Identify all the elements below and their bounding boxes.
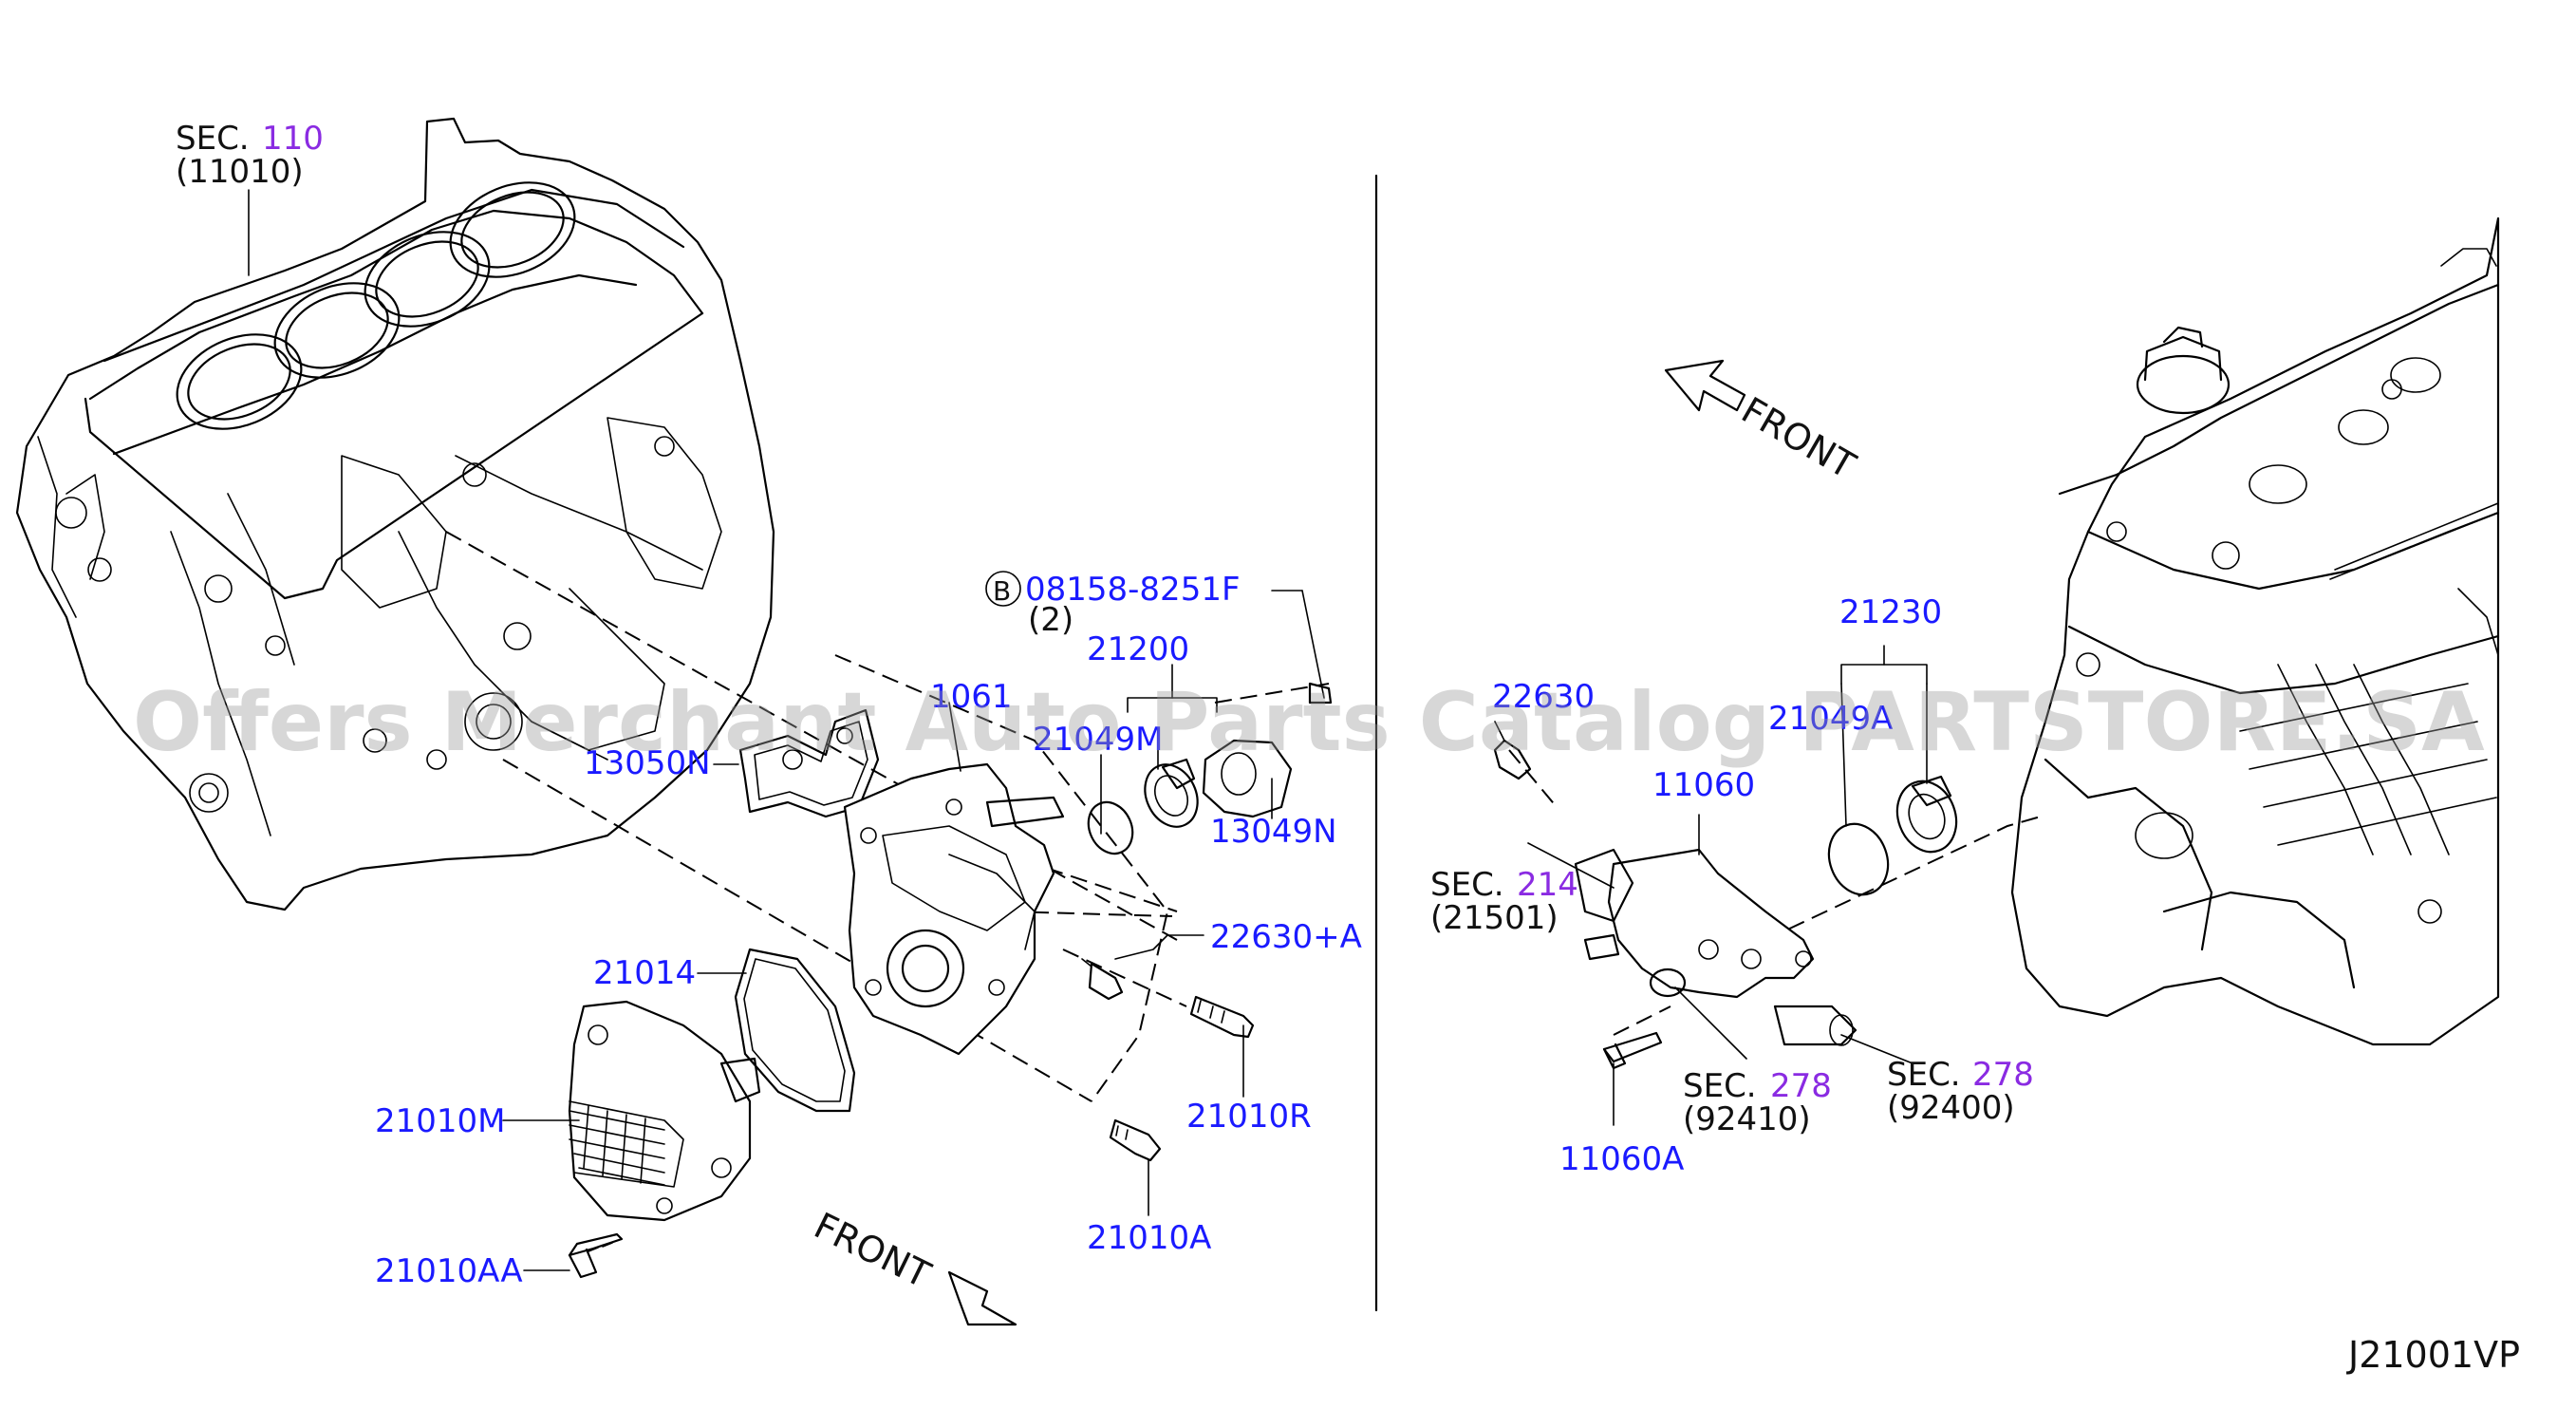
- gasket-21014-illustration: [734, 948, 856, 1113]
- cylinder-head-illustration: [2010, 216, 2500, 1046]
- sec-278a-link[interactable]: 278: [1770, 1067, 1832, 1105]
- sec-278b-link[interactable]: 278: [1972, 1056, 2034, 1094]
- part-21010aa[interactable]: 21010AA: [375, 1252, 523, 1290]
- part-22630[interactable]: 22630: [1492, 678, 1595, 716]
- part-08158-8251f[interactable]: 08158-8251F: [1025, 571, 1241, 609]
- part-11060[interactable]: 11060: [1652, 766, 1755, 804]
- front-label-right: FRONT: [1735, 389, 1863, 487]
- part-1061[interactable]: 1061: [930, 678, 1013, 716]
- part-21010a[interactable]: 21010A: [1087, 1219, 1211, 1257]
- sec-110-prefix: SEC.: [176, 120, 250, 158]
- part-21014[interactable]: 21014: [593, 954, 696, 992]
- water-pump-21010m-illustration: [568, 1000, 761, 1222]
- bolt-qty: (2): [1028, 601, 1073, 639]
- sec-278b-prefix: SEC.: [1887, 1056, 1961, 1094]
- part-21010m[interactable]: 21010M: [375, 1102, 506, 1140]
- leader-lines-left: [248, 189, 1325, 1271]
- part-21010r[interactable]: 21010R: [1186, 1098, 1312, 1136]
- watermark: Offers Merchant Auto Parts Catalog PARTS…: [133, 675, 2485, 770]
- part-22630a[interactable]: 22630+A: [1210, 918, 1362, 956]
- sec-214-link[interactable]: 214: [1517, 866, 1578, 904]
- part-21049m[interactable]: 21049M: [1033, 721, 1164, 759]
- bolt-badge-letter: B: [993, 575, 1011, 607]
- bolt-21010a-illustration: [1109, 1118, 1162, 1162]
- thermostat-21230-illustration: [1827, 775, 1958, 896]
- bolt-21010r-illustration: [1189, 995, 1255, 1039]
- water-inlet-13049n-illustration: [1202, 682, 1333, 818]
- bolt-21010aa-illustration: [568, 1232, 624, 1279]
- part-11060a[interactable]: 11060A: [1559, 1140, 1684, 1178]
- sec-214-sub: (21501): [1430, 899, 1559, 937]
- front-arrow-right-icon: [1664, 359, 1746, 412]
- sec-214-prefix: SEC.: [1430, 866, 1504, 904]
- part-21230[interactable]: 21230: [1839, 593, 1942, 631]
- sec-110-sub: (11010): [176, 153, 304, 191]
- sec-278b-sub: (92400): [1887, 1089, 2015, 1127]
- sec-278a-prefix: SEC.: [1683, 1067, 1757, 1105]
- thermostat-housing-11060-illustration: [1574, 848, 1857, 1046]
- thermostat-21200-illustration: [1087, 758, 1199, 855]
- water-outlet-housing-illustration: [843, 762, 1065, 1056]
- part-13049n[interactable]: 13049N: [1210, 813, 1337, 851]
- front-arrow-left-icon: [947, 1270, 1017, 1326]
- part-21200[interactable]: 21200: [1087, 630, 1189, 668]
- bolt-11060a-illustration: [1602, 1031, 1663, 1070]
- gasket-13050n-illustration: [738, 708, 880, 818]
- sec-278a-sub: (92410): [1683, 1100, 1811, 1138]
- front-label-left: FRONT: [808, 1205, 938, 1297]
- sensor-22630-illustration: [1493, 721, 1532, 780]
- engine-block-illustration: [15, 117, 775, 911]
- part-21049a[interactable]: 21049A: [1768, 700, 1893, 738]
- leader-lines-right: [1527, 645, 1928, 1126]
- sensor-22630a-illustration: [1081, 958, 1124, 1001]
- diagram-id: J21001VP: [2346, 1334, 2520, 1376]
- part-13050n[interactable]: 13050N: [584, 744, 711, 782]
- bolt-badge-circle: [985, 571, 1021, 607]
- sec-110-link[interactable]: 110: [262, 120, 324, 158]
- assembly-lines-right: [1508, 749, 2042, 1036]
